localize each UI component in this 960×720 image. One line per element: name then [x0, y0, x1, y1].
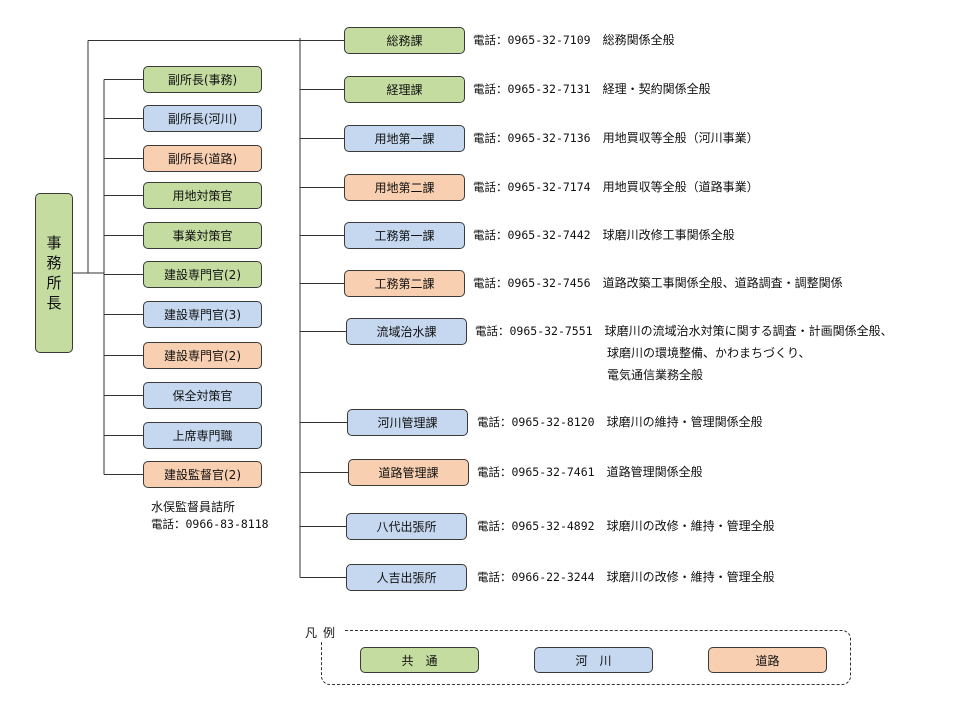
division-description: 電話：0965-32-8120 球磨川の維持・管理関係全般 — [477, 411, 763, 433]
division-phone: 電話：0965-32-7442 — [473, 228, 591, 242]
division-box: 用地第一課 — [344, 125, 465, 152]
division-phone: 電話：0965-32-7461 — [477, 465, 595, 479]
division-duty: 用地買収等全般（道路事業） — [602, 180, 759, 194]
division-box: 工務第一課 — [344, 222, 465, 249]
division-duty: 球磨川の流域治水対策に関する調査・計画関係全般、 — [604, 324, 893, 338]
division-phone: 電話：0965-32-7136 — [473, 131, 591, 145]
division-box: 八代出張所 — [346, 513, 467, 540]
chief-label-char: 所 — [46, 274, 62, 292]
division-duty: 電気通信業務全般 — [607, 368, 704, 382]
division-description: 電話：0965-32-7461 道路管理関係全般 — [477, 461, 703, 483]
staff-box: 副所長(道路) — [143, 145, 262, 172]
division-description: 電話：0965-32-7109 総務関係全般 — [473, 29, 675, 51]
legend-title: 凡例 — [301, 624, 346, 641]
division-phone: 電話：0966-22-3244 — [477, 570, 595, 584]
division-description: 電話：0965-32-7442 球磨川改修工事関係全般 — [473, 224, 735, 246]
chief-label-char: 事 — [46, 234, 62, 252]
division-description: 電話：0966-22-3244 球磨川の改修・維持・管理全般 — [477, 566, 775, 588]
division-description: 電話：0965-32-7131 経理・契約関係全般 — [473, 78, 711, 100]
division-description: 電話：0965-32-4892 球磨川の改修・維持・管理全般 — [477, 515, 775, 537]
division-duty: 道路管理関係全般 — [606, 465, 703, 479]
division-phone: 電話：0965-32-7551 — [475, 324, 593, 338]
minamata-office-phone: 電話：0966-83-8118 — [151, 517, 269, 531]
division-phone: 電話：0965-32-7174 — [473, 180, 591, 194]
division-box: 河川管理課 — [347, 409, 468, 436]
division-duty: 球磨川の環境整備、かわまちづくり、 — [607, 346, 811, 360]
division-phone: 電話：0965-32-7456 — [473, 276, 591, 290]
division-description: 電話：0965-32-7174 用地買収等全般（道路事業） — [473, 176, 759, 198]
division-duty: 経理・契約関係全般 — [602, 82, 711, 96]
division-box: 経理課 — [344, 76, 465, 103]
staff-box: 建設専門官(2) — [143, 261, 262, 288]
chief-box: 事務所長事務所長 — [35, 193, 73, 353]
staff-box: 建設専門官(3) — [143, 301, 262, 328]
division-box: 流域治水課 — [346, 318, 467, 345]
division-phone: 電話：0965-32-8120 — [477, 415, 595, 429]
staff-box: 建設専門官(2) — [143, 342, 262, 369]
staff-box: 事業対策官 — [143, 222, 262, 249]
division-duty: 球磨川の維持・管理関係全般 — [606, 415, 763, 429]
chief-label-char: 務 — [46, 254, 62, 272]
division-box: 工務第二課 — [344, 270, 465, 297]
division-box: 用地第二課 — [344, 174, 465, 201]
minamata-office-note: 水俣監督員詰所 電話：0966-83-8118 — [151, 499, 269, 533]
legend-frame — [321, 630, 851, 685]
division-description: 電話：0965-32-7551 球磨川の流域治水対策に関する調査・計画関係全般、球… — [475, 320, 893, 386]
division-box: 総務課 — [344, 27, 465, 54]
chief-label-char: 長 — [46, 294, 62, 312]
division-box: 人吉出張所 — [346, 564, 467, 591]
division-box: 道路管理課 — [348, 459, 469, 486]
division-duty: 用地買収等全般（河川事業） — [602, 131, 759, 145]
staff-box: 用地対策官 — [143, 182, 262, 209]
division-duty: 総務関係全般 — [602, 33, 675, 47]
division-phone: 電話：0965-32-7109 — [473, 33, 591, 47]
division-description: 電話：0965-32-7136 用地買収等全般（河川事業） — [473, 127, 759, 149]
staff-box: 副所長(事務) — [143, 66, 262, 93]
division-duty: 球磨川の改修・維持・管理全般 — [606, 570, 775, 584]
minamata-office-name: 水俣監督員詰所 — [151, 500, 236, 514]
legend-common-box: 共 通 — [360, 647, 479, 673]
staff-box: 上席専門職 — [143, 422, 262, 449]
staff-box: 保全対策官 — [143, 382, 262, 409]
division-phone: 電話：0965-32-4892 — [477, 519, 595, 533]
staff-box: 副所長(河川) — [143, 105, 262, 132]
staff-box: 建設監督官(2) — [143, 461, 262, 488]
legend-road-box: 道路 — [708, 647, 827, 673]
division-duty: 球磨川の改修・維持・管理全般 — [606, 519, 775, 533]
division-duty: 球磨川改修工事関係全般 — [602, 228, 735, 242]
division-description: 電話：0965-32-7456 道路改築工事関係全般、道路調査・調整関係 — [473, 272, 843, 294]
division-phone: 電話：0965-32-7131 — [473, 82, 591, 96]
division-duty: 道路改築工事関係全般、道路調査・調整関係 — [602, 276, 843, 290]
legend-river-box: 河 川 — [534, 647, 653, 673]
